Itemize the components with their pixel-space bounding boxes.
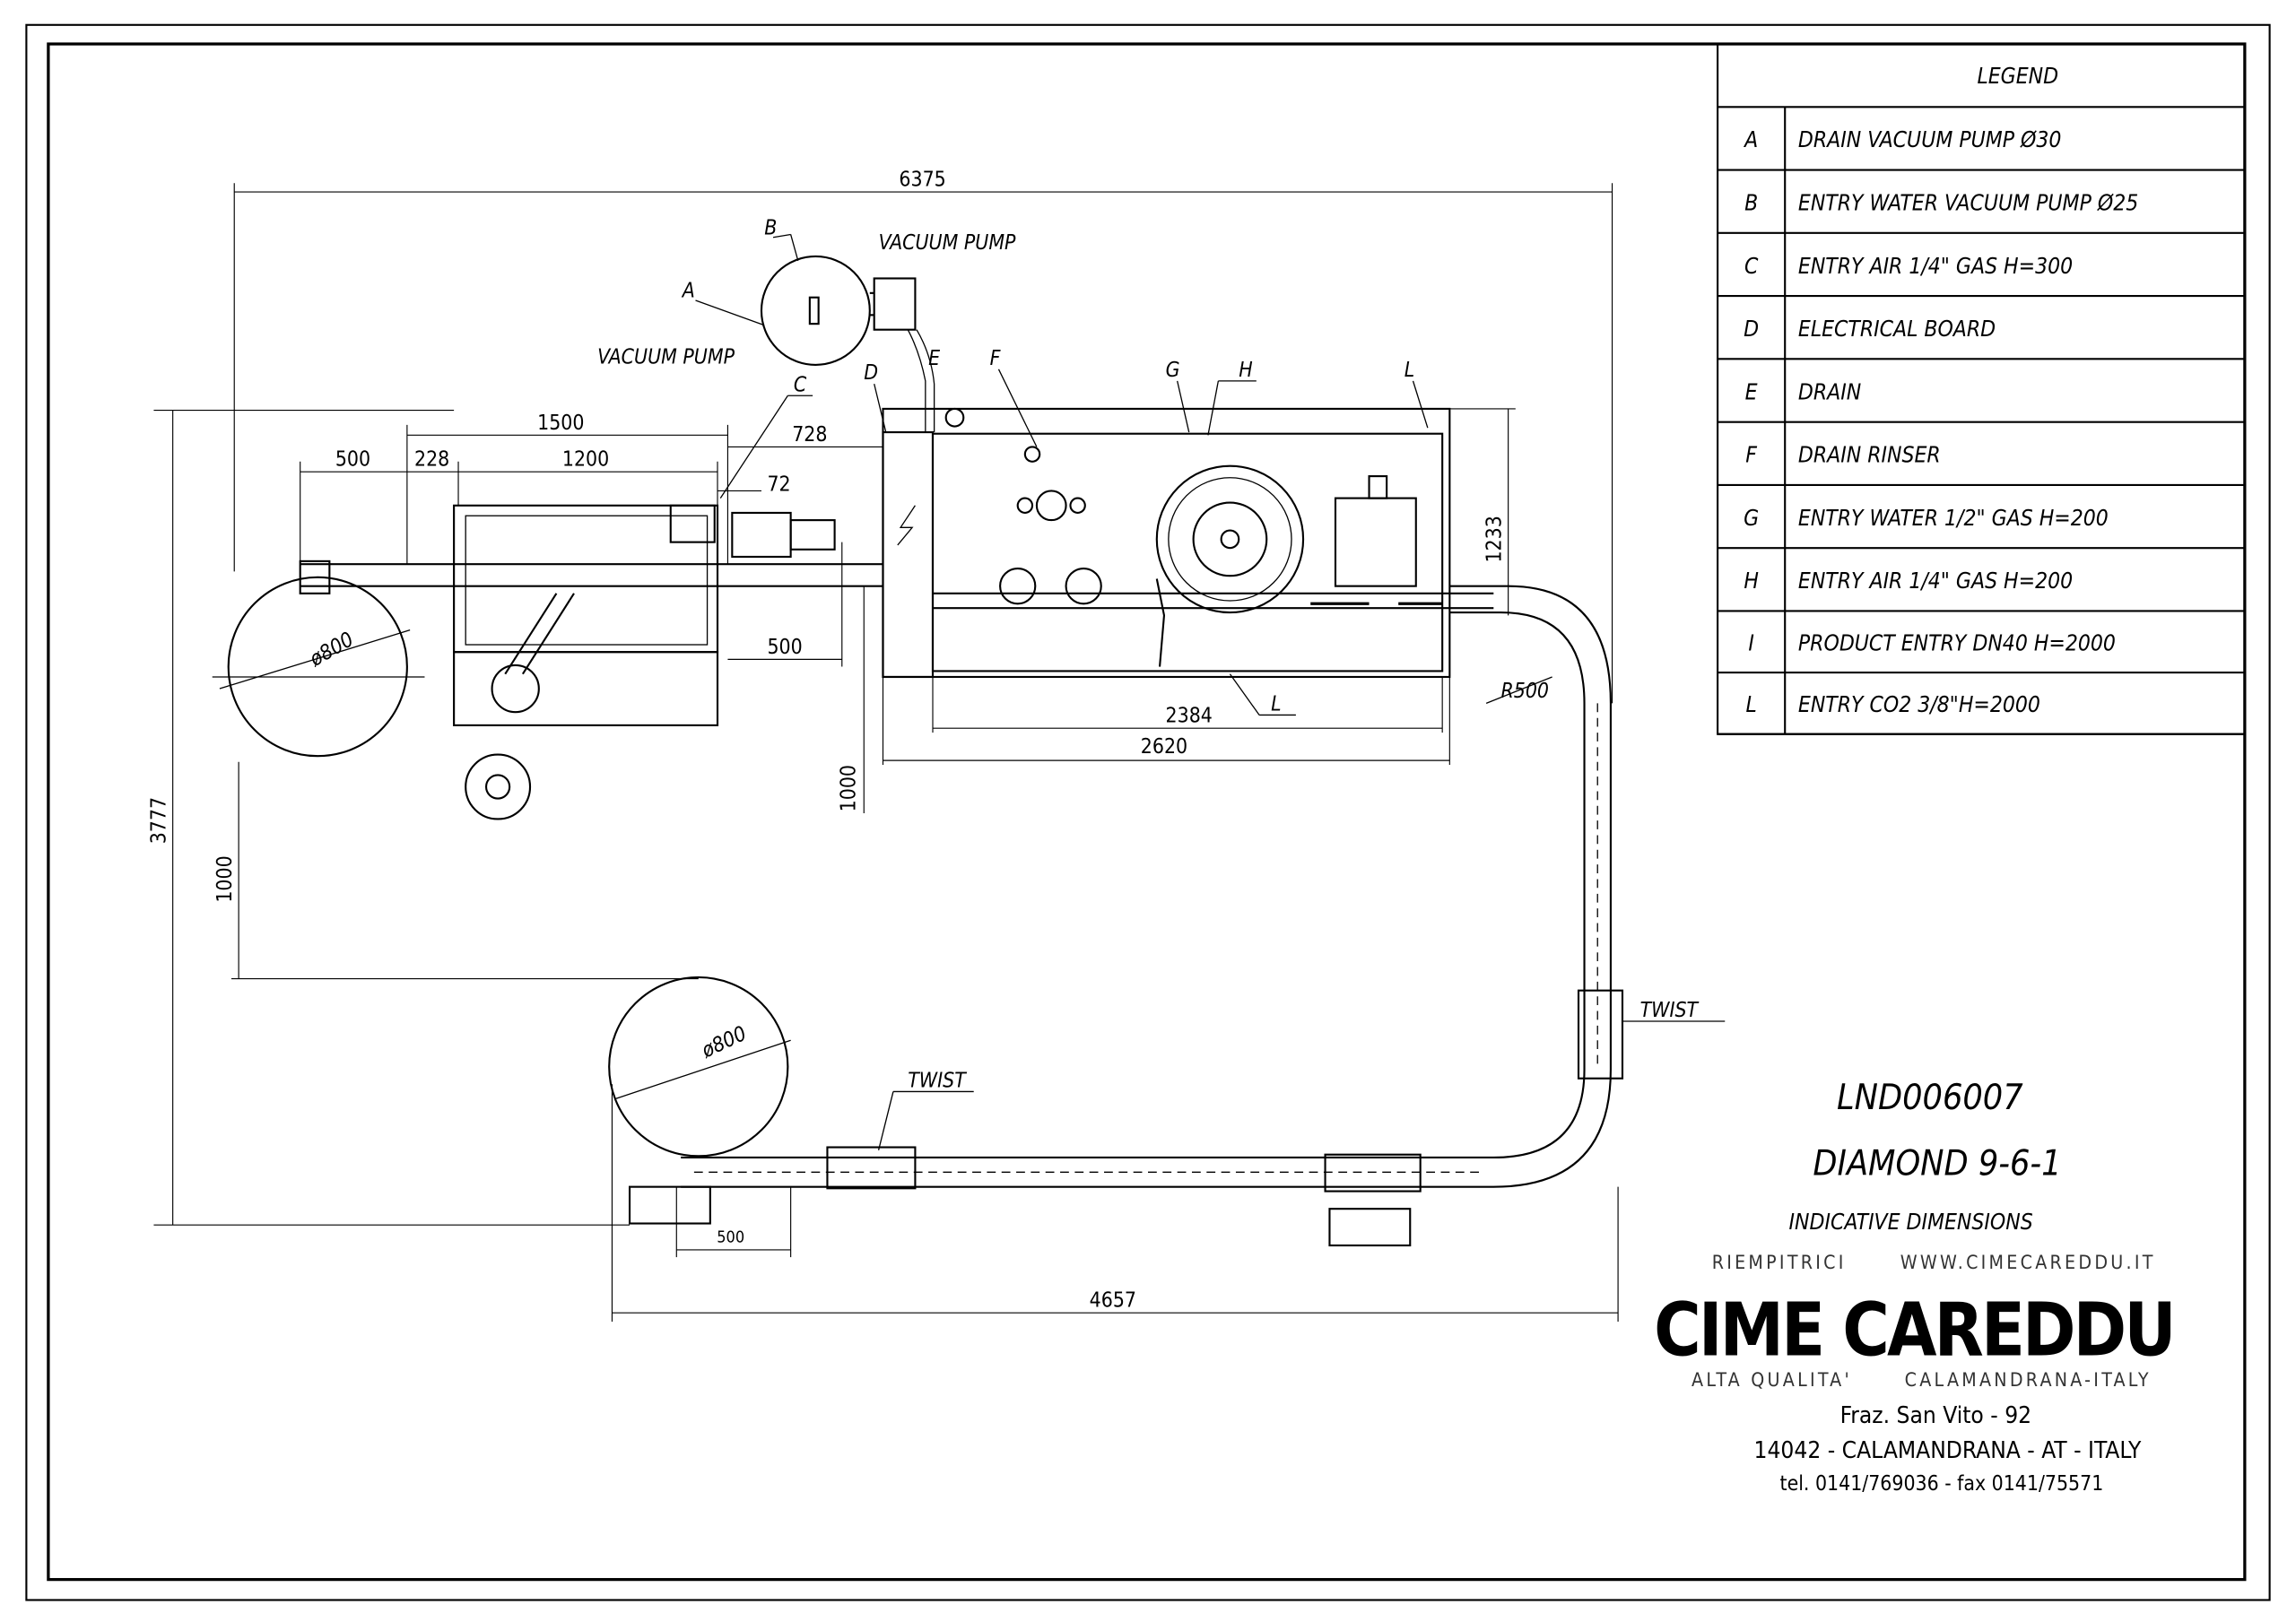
legend-text: ENTRY CO2 3/8"H=2000 [1798,691,2040,717]
svg-text:1000: 1000 [213,855,237,902]
legend-row: A DRAIN VACUUM PUMP Ø30 [1743,126,2061,152]
svg-text:VACUUM PUMP: VACUUM PUMP [597,345,735,369]
svg-text:CALAMANDRANA-ITALY: CALAMANDRANA-ITALY [1905,1369,2152,1392]
twist-right [1577,989,1624,1080]
legend-key: L [1746,691,1757,717]
svg-text:TWIST: TWIST [1640,999,1700,1022]
legend-key: G [1744,505,1759,531]
outer-dimensions: 3777 1000 500 4657 [147,409,1619,1322]
svg-text:L: L [1271,693,1281,716]
dim-overall-width: 6375 [233,169,1613,704]
legend-row: I PRODUCT ENTRY DN40 H=2000 [1748,630,2116,656]
svg-text:1200: 1200 [562,448,609,472]
legend-text: ENTRY AIR 1/4" GAS H=200 [1798,568,2073,594]
twist-bottom [826,1146,917,1190]
svg-text:6375: 6375 [899,169,945,192]
svg-text:500: 500 [717,1228,744,1247]
model-name: DIAMOND 9-6-1 [1813,1144,2061,1184]
legend-row: G ENTRY WATER 1/2" GAS H=200 [1744,505,2109,531]
legend-text: DRAIN [1798,378,1861,404]
svg-text:C: C [794,373,807,396]
vacuum-pump: B A VACUUM PUMP VACUUM PUMP [597,216,1016,433]
legend-row: D ELECTRICAL BOARD [1744,316,1996,342]
svg-text:728: 728 [792,423,827,447]
legend-key: I [1748,630,1753,656]
outer-border [25,23,2271,1601]
legend-text: DRAIN RINSER [1798,442,1941,468]
inner-border [47,42,2247,1582]
legend-row: F DRAIN RINSER [1745,442,1940,468]
address-line-3: tel. 0141/769036 - fax 0141/75571 [1780,1472,2104,1496]
left-dimensions: 1500 500 228 1200 728 72 500 [300,412,883,667]
svg-text:B: B [764,216,777,239]
title-block: LND006007 DIAMOND 9-6-1 INDICATIVE DIMEN… [1654,1078,2177,1496]
legend-row: C ENTRY AIR 1/4" GAS H=300 [1744,253,2073,279]
svg-text:ALTA QUALITA': ALTA QUALITA' [1692,1369,1852,1392]
note: INDICATIVE DIMENSIONS [1789,1209,2033,1235]
legend-text: PRODUCT ENTRY DN40 H=2000 [1798,630,2116,656]
address-line-1: Fraz. San Vito - 92 [1840,1402,2031,1429]
svg-text:F: F [990,347,1002,370]
address-line-2: 14042 - CALAMANDRANA - AT - ITALY [1754,1437,2142,1464]
drawing-code: LND006007 [1837,1078,2023,1118]
svg-text:RIEMPITRICI: RIEMPITRICI [1712,1252,1847,1274]
legend-key: F [1745,442,1757,468]
legend-row: H ENTRY AIR 1/4" GAS H=200 [1744,568,2073,594]
svg-text:1500: 1500 [537,412,584,435]
legend-row: E DRAIN [1745,378,1862,404]
legend-text: ELECTRICAL BOARD [1798,316,1996,342]
legend-row: L ENTRY CO2 3/8"H=2000 [1746,691,2040,717]
svg-text:ø800: ø800 [305,628,358,672]
conveyor: TWIST TWIST R500 [628,585,1726,1247]
svg-text:500: 500 [767,636,802,659]
svg-text:4657: 4657 [1090,1289,1136,1313]
legend-text: ENTRY AIR 1/4" GAS H=300 [1798,253,2073,279]
legend-key: E [1745,378,1758,404]
filling-machine: D E F G H L L [864,347,1494,716]
legend-key: C [1744,253,1759,279]
svg-text:500: 500 [335,448,370,472]
accumulation-tables: ø800 ø800 [212,576,791,1158]
svg-text:H: H [1239,359,1252,382]
svg-text:VACUUM PUMP: VACUUM PUMP [879,231,1016,255]
legend-key: A [1743,126,1758,152]
company-logo: RIEMPITRICI WWW.CIMECAREDDU.IT CIME CARE… [1654,1252,2177,1392]
svg-text:72: 72 [767,473,790,496]
legend-text: ENTRY WATER VACUUM PUMP Ø25 [1798,189,2138,215]
svg-text:A: A [681,280,695,303]
legend-key: H [1744,568,1759,594]
legend-key: D [1744,316,1759,342]
svg-text:3777: 3777 [147,797,170,844]
machine-dimensions: 2384 2620 1000 1233 [837,408,1516,813]
svg-text:WWW.CIMECAREDDU.IT: WWW.CIMECAREDDU.IT [1900,1252,2156,1274]
svg-text:2620: 2620 [1141,735,1187,759]
legend-key: B [1744,189,1758,215]
legend-text: ENTRY WATER 1/2" GAS H=200 [1798,505,2109,531]
svg-text:1233: 1233 [1483,516,1506,562]
legend-title: LEGEND [1977,63,2058,89]
svg-text:R500: R500 [1500,680,1549,703]
svg-text:L: L [1405,359,1414,382]
svg-text:2384: 2384 [1166,705,1213,728]
svg-text:CIME CAREDDU: CIME CAREDDU [1654,1288,2174,1374]
svg-text:TWIST: TWIST [908,1070,967,1093]
svg-text:D: D [864,361,878,385]
electrical-board [882,431,935,679]
svg-text:E: E [928,347,940,370]
svg-text:1000: 1000 [837,765,860,811]
legend-row: B ENTRY WATER VACUUM PUMP Ø25 [1744,189,2138,215]
svg-text:G: G [1166,359,1180,382]
legend-text: DRAIN VACUUM PUMP Ø30 [1798,126,2062,152]
svg-text:228: 228 [414,448,449,472]
left-unit: C [299,373,883,820]
